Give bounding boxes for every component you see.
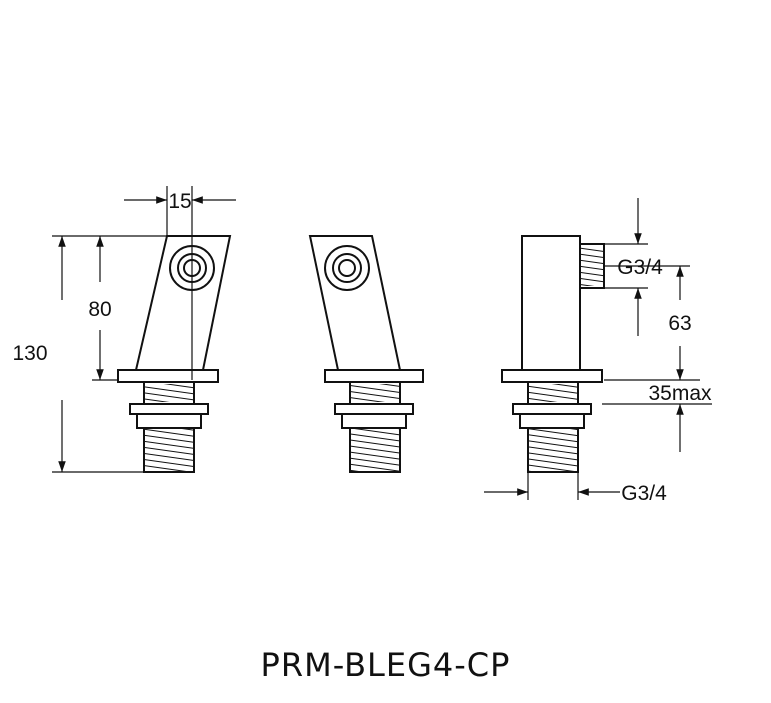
dim-label-top-width: 15 — [168, 190, 191, 213]
dimension-top-width — [124, 186, 236, 380]
dim-label-body-height: 80 — [88, 298, 111, 321]
dim-label-total-height: 130 — [12, 342, 47, 365]
outlet-middle-ring — [332, 253, 362, 283]
dim-label-outlet-height: 63 — [668, 312, 691, 335]
dimension-total-height — [52, 235, 167, 473]
base-flange — [324, 369, 424, 383]
dimension-deck-thickness — [602, 403, 712, 452]
front-view-left — [117, 235, 232, 473]
outlet-inner-ring — [338, 259, 356, 277]
washer — [129, 403, 209, 415]
outlet-outer-ring — [324, 245, 370, 291]
base-flange — [501, 369, 603, 383]
washer — [512, 403, 592, 415]
dimension-outlet-thread — [604, 198, 648, 336]
lock-nut — [519, 413, 585, 429]
dim-label-deck-thickness: 35max — [648, 382, 712, 405]
threaded-shank — [527, 427, 579, 473]
front-view-middle — [308, 235, 424, 473]
dimension-body-height — [92, 236, 118, 381]
lock-nut — [136, 413, 202, 429]
model-number: PRM-BLEG4-CP — [260, 646, 511, 684]
vertical-body — [521, 235, 581, 371]
washer — [334, 403, 414, 415]
side-view — [501, 235, 605, 473]
dim-label-outlet-thread: G3/4 — [617, 256, 663, 279]
threaded-shank — [143, 427, 195, 473]
dimension-inlet-thread — [484, 472, 620, 500]
threaded-shank — [349, 427, 401, 473]
dim-label-inlet-thread: G3/4 — [621, 482, 667, 505]
base-flange — [117, 369, 219, 383]
dimension-outlet-height — [604, 265, 700, 381]
lock-nut — [341, 413, 407, 429]
